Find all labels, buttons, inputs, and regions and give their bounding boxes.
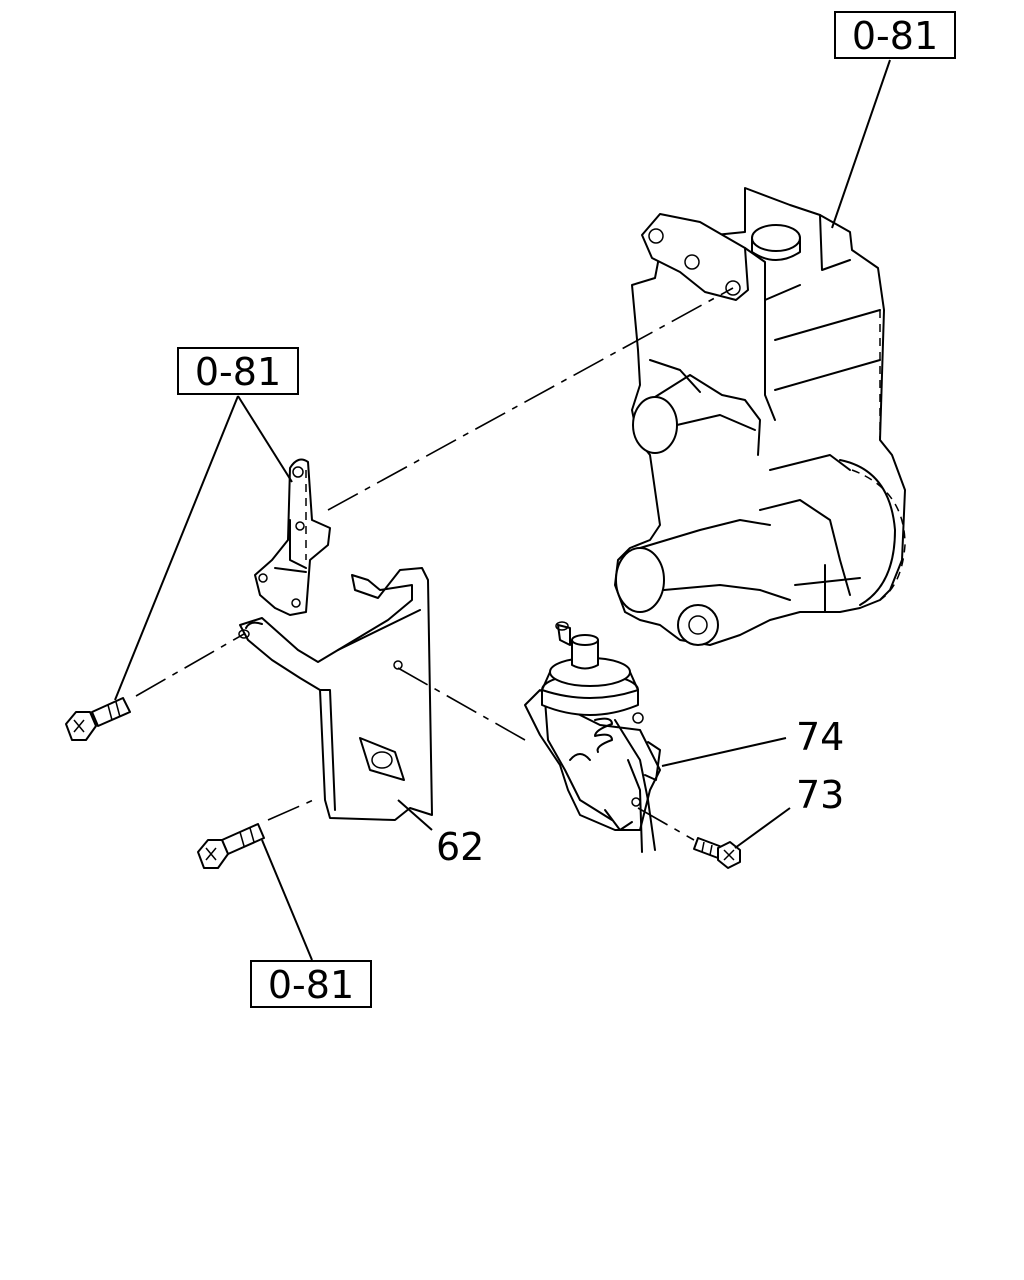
ref-box-top-right[interactable]: 0-81 [834, 11, 956, 59]
alignment-line-left-bolt [135, 633, 245, 697]
bolt-lower-left [197, 823, 265, 869]
leader-74 [661, 737, 787, 767]
ref-box-bottom-left[interactable]: 0-81 [250, 960, 372, 1008]
callout-62: 62 [436, 825, 484, 869]
alignment-line-actuator [397, 667, 526, 741]
actuator-assembly [524, 621, 661, 853]
ref-box-left-upper[interactable]: 0-81 [177, 347, 299, 395]
alignment-line-screw [637, 807, 695, 841]
ref-label: 0-81 [852, 14, 938, 58]
alignment-line-lower-bolt [267, 797, 319, 821]
leader-top-ref [831, 59, 891, 229]
callout-73: 73 [796, 773, 844, 817]
leader-62 [397, 799, 433, 831]
bolt-left [65, 697, 131, 741]
screw-73 [693, 837, 741, 869]
upper-bracket [254, 458, 331, 616]
leader-73 [734, 807, 791, 849]
ref-label: 0-81 [268, 963, 354, 1007]
leader-bottom-ref [261, 839, 313, 961]
main-bracket [238, 567, 433, 821]
leader-left-ref-to-bolt [114, 395, 239, 701]
alignment-line-housing [327, 287, 734, 511]
callout-74: 74 [796, 715, 844, 759]
leader-left-ref-to-bracket [237, 395, 293, 483]
injection-pump-housing [614, 187, 906, 646]
ref-label: 0-81 [195, 350, 281, 394]
